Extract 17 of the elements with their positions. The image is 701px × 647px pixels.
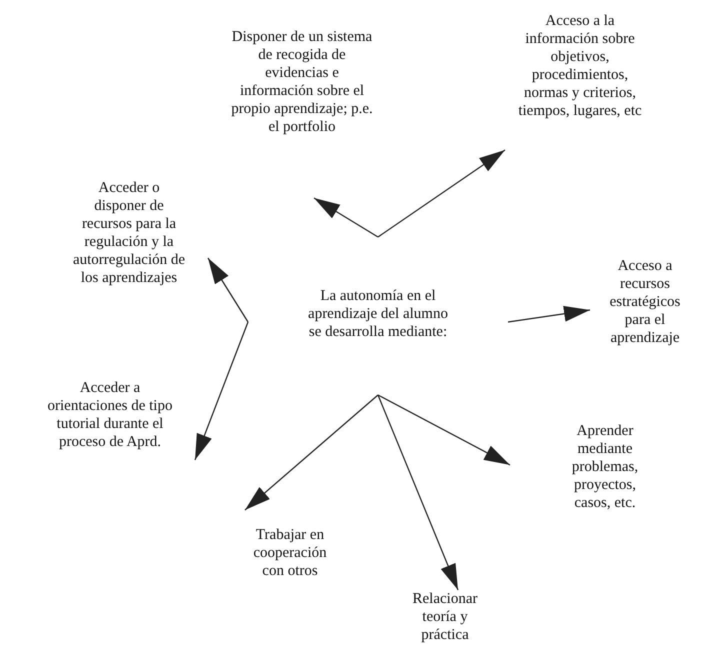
node-text: Acceso a la información sobre objetivos, procedimientos, normas y criterios, tiempos, lugares, etc (517, 12, 643, 120)
node-text: Acceder a orientaciones de tipo tutorial durante el proceso de Aprd. (46, 379, 174, 451)
node-text: Disponer de un sistema de recogida de evidencias e información sobre el propio aprendizaje; p.e. el portfolio (230, 28, 374, 136)
node-text: Acceso a recursos estratégicos para el aprendizaje (608, 257, 682, 347)
node-text: Aprender mediante problemas, proyectos, casos, etc. (570, 422, 640, 512)
node-text: La autonomía en el aprendizaje del alumno se desarrolla mediante: (307, 287, 449, 341)
arrow (508, 306, 590, 323)
arrow (378, 394, 510, 466)
arrow (194, 322, 249, 460)
arrow (244, 394, 378, 510)
node-text: Relacionar teoría y práctica (412, 590, 478, 644)
node-text: Acceder o disponer de recursos para la regulación y la autorregulación de los aprendizajes (72, 179, 186, 287)
arrow (378, 150, 506, 238)
arrow (314, 197, 378, 238)
node-text: Trabajar en cooperación con otros (252, 526, 328, 580)
arrow (377, 394, 459, 590)
arrow (208, 258, 248, 322)
